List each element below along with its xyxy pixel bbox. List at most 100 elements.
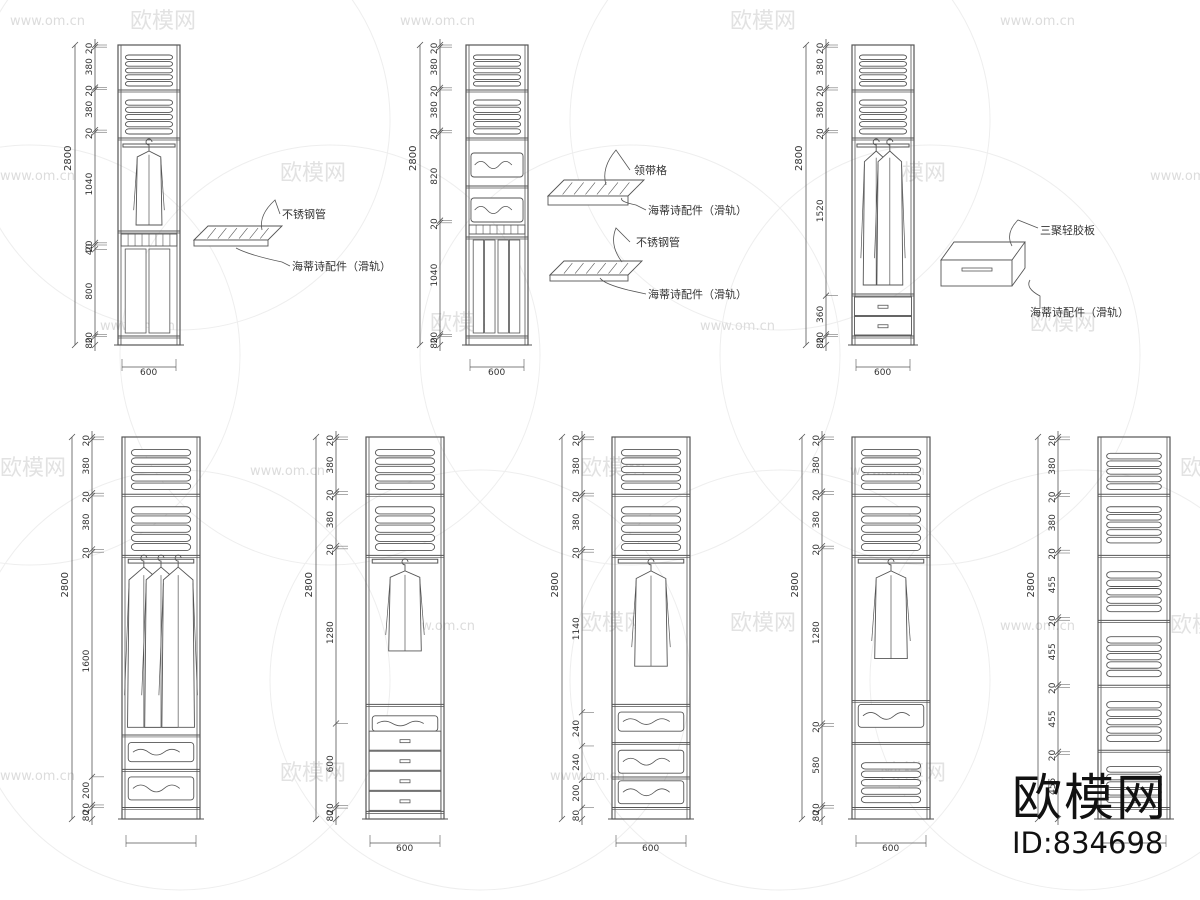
- total-height-label: 2800: [60, 572, 71, 597]
- segment-height-label: 20: [85, 42, 95, 54]
- dimension-tick: [1034, 433, 1042, 823]
- folded-garment: [472, 54, 522, 61]
- dimension-tick: [558, 433, 566, 823]
- leader-line: [604, 149, 631, 186]
- hanger-hook: [157, 554, 165, 568]
- dimension-tick: [818, 815, 826, 823]
- folded-garment: [124, 113, 174, 121]
- drawer-handle: [877, 304, 889, 309]
- segment-height-label: 20: [1048, 682, 1058, 694]
- drawer-handle: [399, 759, 411, 764]
- drawer-handle: [961, 267, 993, 272]
- width-label: 600: [882, 844, 899, 854]
- segment-height-label: 380: [326, 456, 336, 473]
- folded-garment: [1106, 579, 1162, 587]
- hanging-rod: [617, 558, 685, 564]
- drawer-handle: [399, 799, 411, 804]
- grid-bar: [259, 227, 269, 239]
- folded-garment: [130, 457, 192, 465]
- folded-garment: [620, 542, 682, 552]
- segment-height-label: 20: [326, 544, 336, 556]
- segment-height-label: 20: [430, 128, 440, 140]
- segment-height-label: 240: [572, 720, 582, 737]
- folded-garment: [130, 533, 192, 542]
- width-label: 600: [140, 368, 157, 378]
- drawer-box-top: [940, 241, 1026, 261]
- drawer-front: [854, 296, 912, 316]
- segment-height-label: 20: [572, 491, 582, 503]
- folded-garment: [374, 482, 436, 490]
- segment-height-label: 80: [572, 810, 582, 822]
- folded-garment: [860, 465, 922, 474]
- brand-name: 欧模网: [1012, 769, 1168, 827]
- dimension-tick: [802, 41, 810, 349]
- folded-garment: [1106, 796, 1162, 804]
- tie-wave: [862, 712, 910, 720]
- grid-bar: [249, 227, 259, 239]
- watermark-logo: 欧模网: [280, 161, 346, 186]
- pull-out-trouser-rack-front: [193, 239, 269, 247]
- folded-garment: [130, 524, 192, 533]
- segment-height-label: 380: [572, 513, 582, 530]
- grid-bar: [207, 227, 217, 239]
- segment-height-label: 455: [1048, 710, 1058, 727]
- tie-wave: [376, 720, 424, 727]
- segment-height-label: 1280: [326, 621, 336, 644]
- leader-line: [599, 277, 647, 295]
- segment-height-label: 80: [430, 337, 440, 349]
- watermark-logo: 欧模网: [0, 456, 66, 481]
- pull-out-trouser-rack-front: [549, 274, 629, 282]
- hanging-rod: [371, 558, 439, 564]
- folded-garment: [858, 61, 908, 67]
- tie-tray-drawer: [546, 179, 646, 197]
- folded-garment: [472, 61, 522, 67]
- tie-wave: [622, 757, 670, 766]
- callout-stainless-pipe: 不锈钢管: [282, 207, 326, 221]
- dimension-tick: [71, 41, 79, 349]
- folded-garment: [472, 80, 522, 87]
- folded-garment: [472, 74, 522, 80]
- hanger-hook: [145, 138, 153, 151]
- folded-garment: [124, 121, 174, 128]
- trouser-leg: [148, 248, 171, 334]
- coat-sleeve: [631, 580, 637, 648]
- coat-sleeve: [385, 578, 391, 635]
- folded-garment: [860, 770, 922, 778]
- watermark-circle: [569, 0, 991, 331]
- total-height-label: 2800: [304, 572, 315, 597]
- folded-garment: [860, 482, 922, 490]
- grid-bar: [608, 262, 618, 274]
- total-height-label: 2800: [550, 572, 561, 597]
- folded-garment: [1106, 773, 1162, 781]
- drawer-handle: [399, 739, 411, 744]
- segment-height-label: 80: [816, 337, 826, 349]
- folded-garment: [860, 449, 922, 457]
- callout-hettich-rail: 海蒂诗配件（滑轨）: [648, 287, 747, 301]
- coat-sleeve: [158, 583, 164, 696]
- segment-height-label: 20: [1048, 548, 1058, 560]
- tie-tray: [470, 152, 524, 178]
- folded-garment: [860, 787, 922, 795]
- folded-garment: [124, 99, 174, 106]
- watermark-url: www.om.cn: [10, 14, 85, 29]
- folded-garment: [858, 54, 908, 61]
- width-label: 600: [874, 368, 891, 378]
- grid-bar: [597, 262, 607, 274]
- folded-garment: [1106, 734, 1162, 743]
- segment-height-label: 360: [816, 306, 826, 323]
- segment-height-label: 455: [1048, 576, 1058, 593]
- segment-height-label: 380: [82, 513, 92, 530]
- folded-garment: [374, 457, 436, 465]
- segment-height-label: 380: [82, 457, 92, 474]
- segment-height-label: 20: [1048, 491, 1058, 503]
- callout-hettich-rail: 海蒂诗配件（滑轨）: [1030, 305, 1129, 319]
- folded-garment: [860, 524, 922, 533]
- segment-height-label: 20: [430, 332, 440, 344]
